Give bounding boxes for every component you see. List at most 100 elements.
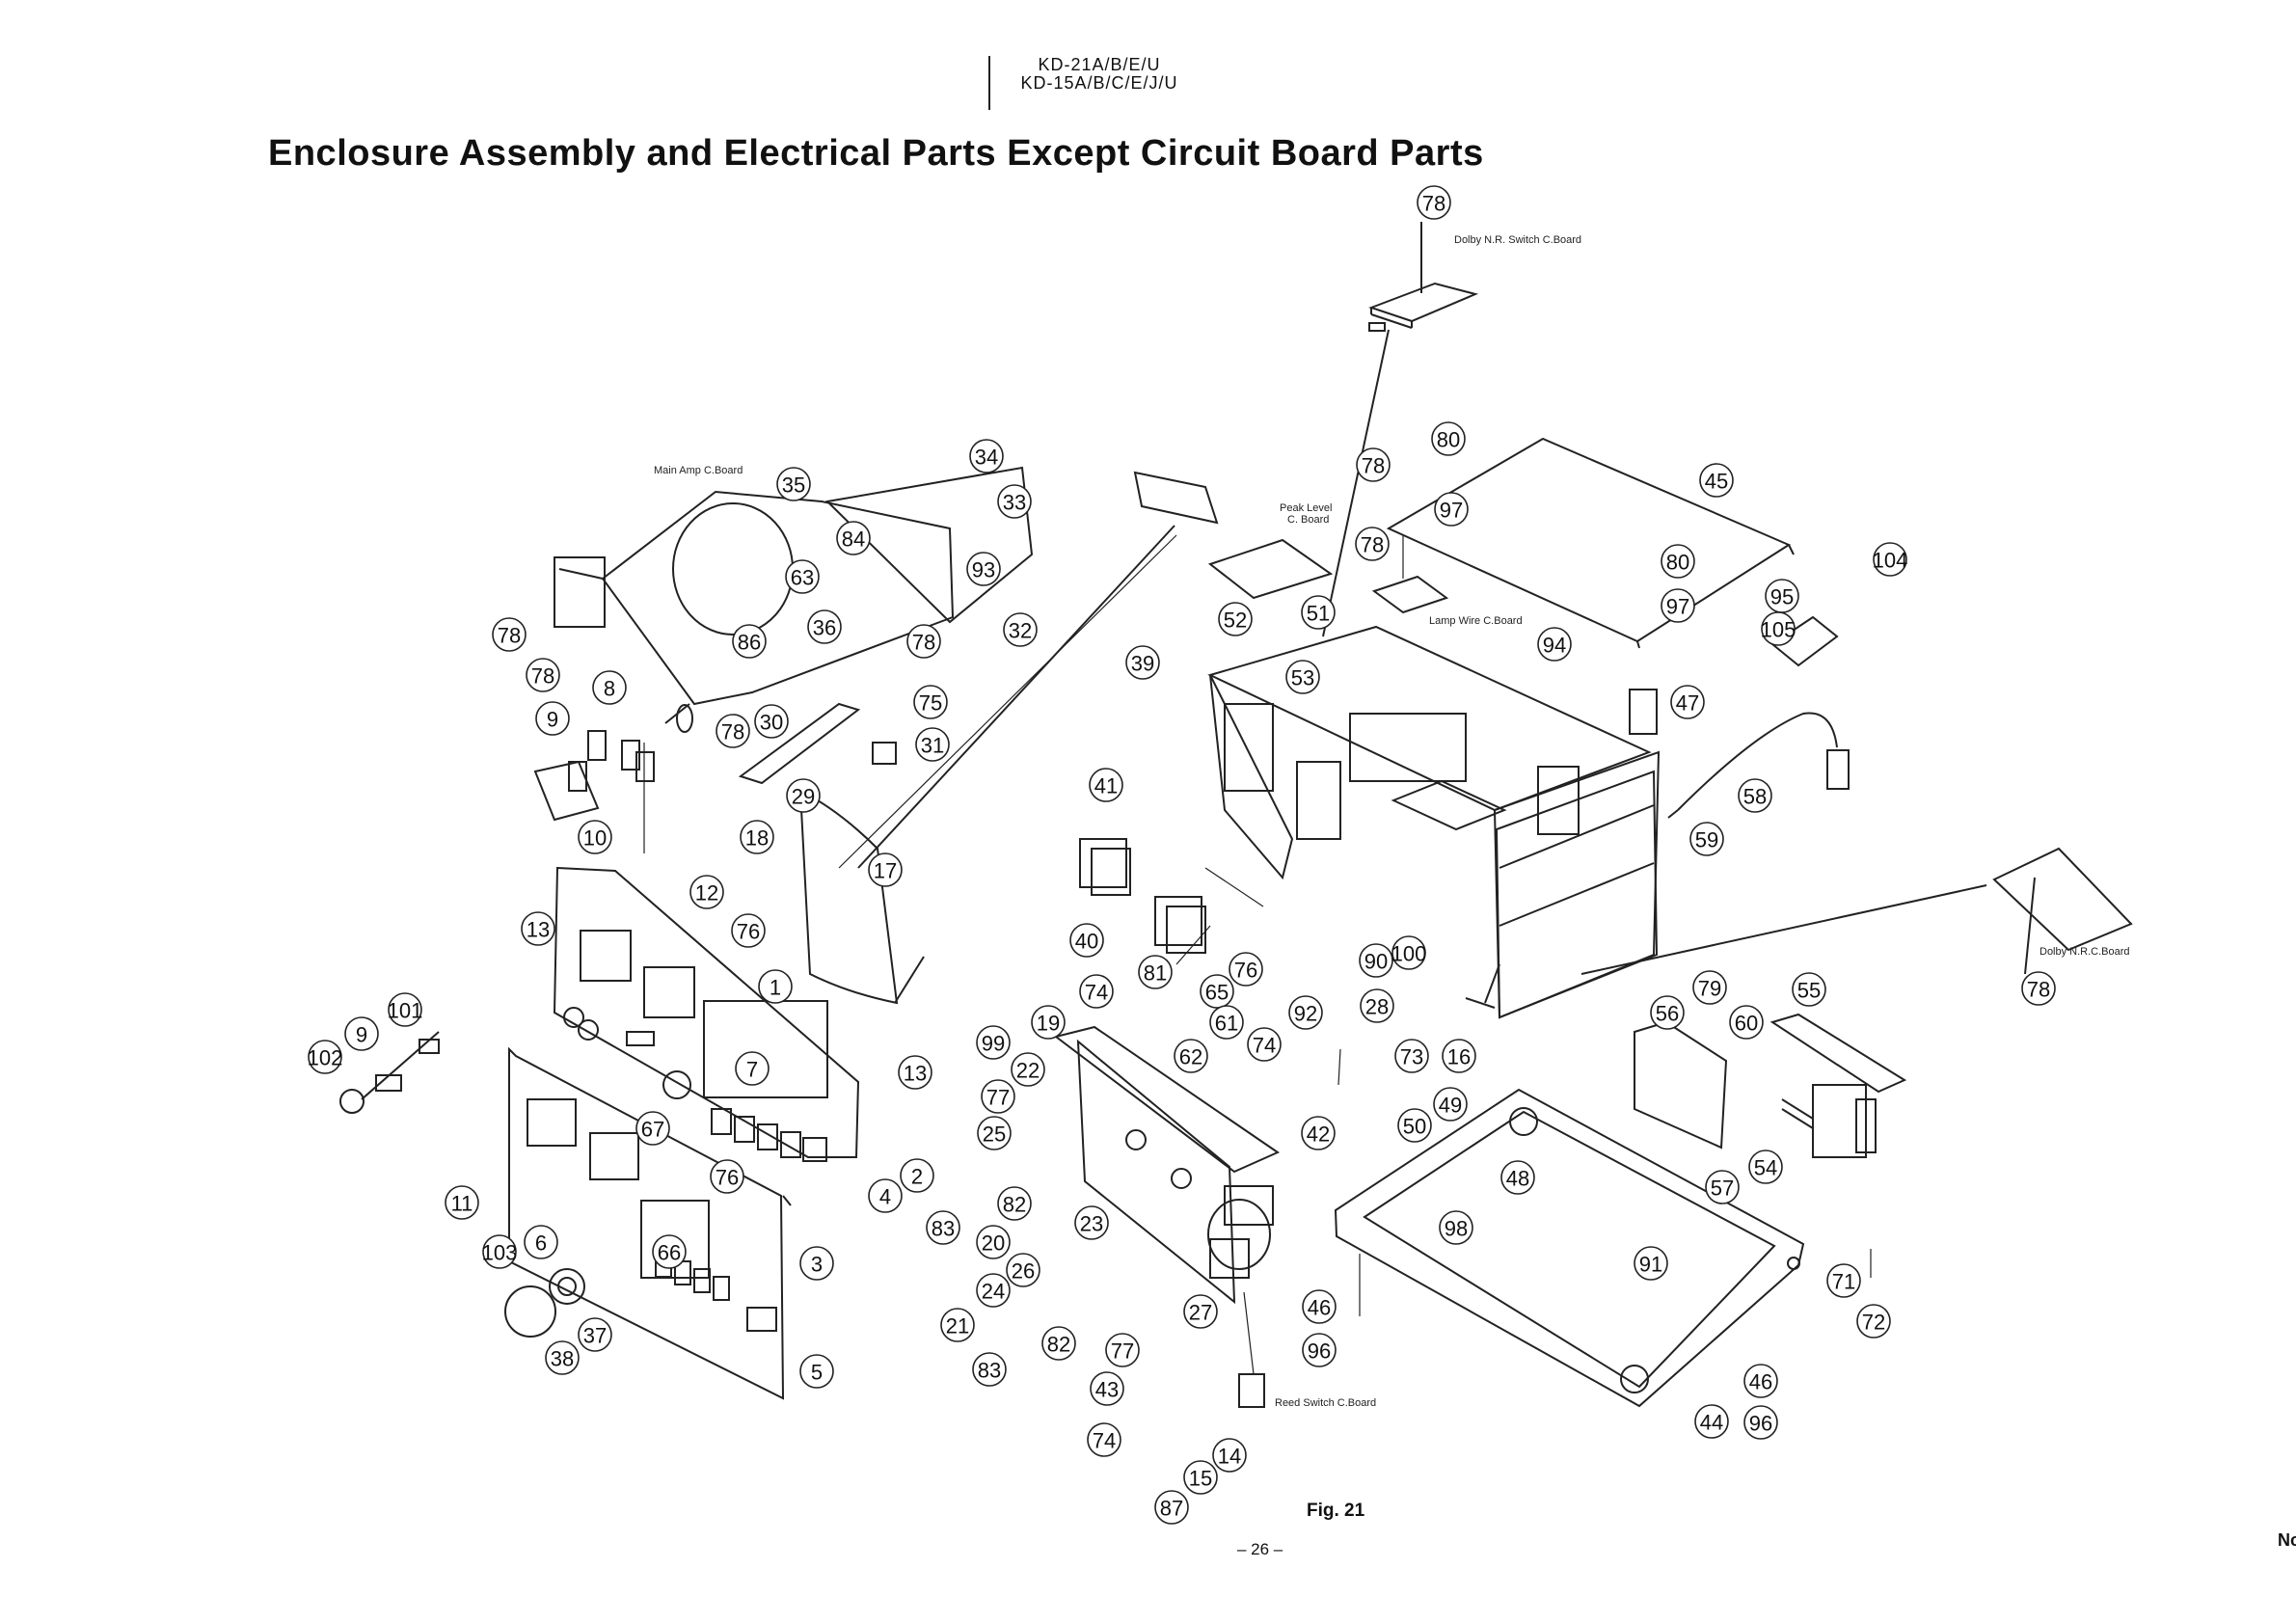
label-peak-level-1: Peak Level — [1280, 502, 1332, 514]
callout-14: 14 — [1212, 1438, 1247, 1473]
callout-bubble — [492, 617, 527, 652]
callout-bubble — [1041, 1326, 1076, 1361]
callout-bubble — [1090, 1371, 1124, 1406]
shaft-assembly — [339, 1031, 440, 1114]
callout-55: 55 — [1792, 972, 1826, 1007]
callout-bubble — [388, 992, 422, 1027]
callout-number: 81 — [1144, 961, 1167, 986]
callout-90: 90 — [1359, 943, 1393, 978]
callout-29: 29 — [786, 778, 821, 813]
dolby-nrc-board — [1580, 847, 2133, 975]
callout-41: 41 — [1089, 768, 1123, 802]
callout-57: 57 — [1705, 1170, 1740, 1204]
peak-level-board — [1207, 538, 1334, 600]
callout-38: 38 — [545, 1340, 580, 1375]
callout-bubble — [1288, 995, 1323, 1030]
callout-bubble — [1537, 627, 1572, 662]
main-amp-board — [554, 466, 1034, 733]
callout-bubble — [524, 1225, 558, 1259]
callout-32: 32 — [1003, 612, 1038, 647]
callout-15: 15 — [1183, 1460, 1218, 1495]
callout-bubble — [732, 624, 767, 659]
callout-101: 101 — [388, 992, 422, 1027]
callout-bubble — [1738, 778, 1772, 813]
callout-bubble — [1302, 1333, 1337, 1367]
callout-80: 80 — [1661, 544, 1695, 579]
callout-96: 96 — [1743, 1405, 1778, 1440]
power-cord — [1667, 712, 1850, 819]
callout-83: 83 — [926, 1210, 960, 1245]
callout-34: 34 — [969, 439, 1004, 473]
callout-bubble — [344, 1016, 379, 1051]
callout-number: 86 — [738, 631, 761, 655]
callout-43: 43 — [1090, 1371, 1124, 1406]
callout-number: 12 — [695, 881, 718, 906]
callout-number: 78 — [2027, 978, 2050, 1002]
callout-bubble — [1154, 1490, 1189, 1525]
callout-bubble — [977, 1116, 1012, 1150]
model-number-box: KD-21A/B/E/U KD-15A/B/C/E/J/U — [988, 56, 1202, 110]
callout-92: 92 — [1288, 995, 1323, 1030]
callout-bubble — [969, 439, 1004, 473]
top-cover — [1386, 437, 1795, 649]
callout-103: 103 — [482, 1234, 517, 1269]
callout-bubble — [997, 1186, 1032, 1221]
callout-bubble — [1689, 822, 1724, 856]
callout-87: 87 — [1154, 1490, 1189, 1525]
callout-19: 19 — [1031, 1005, 1066, 1040]
callout-26: 26 — [1006, 1253, 1040, 1287]
callout-66: 66 — [652, 1234, 687, 1269]
callout-number: 77 — [1111, 1339, 1134, 1364]
callout-46: 46 — [1302, 1289, 1337, 1324]
callout-number: 99 — [982, 1032, 1005, 1056]
callout-number: 74 — [1093, 1429, 1116, 1453]
callout-bubble — [1434, 492, 1469, 527]
callout-bubble — [740, 820, 774, 854]
callout-bubble — [776, 467, 811, 501]
callout-22: 22 — [1011, 1052, 1045, 1087]
callout-number: 56 — [1656, 1002, 1679, 1026]
callout-bubble — [1856, 1304, 1891, 1339]
knob-37 — [549, 1268, 585, 1305]
callout-number: 16 — [1447, 1045, 1471, 1069]
callout-bubble — [926, 1210, 960, 1245]
callout-23: 23 — [1074, 1205, 1109, 1240]
callout-number: 51 — [1307, 602, 1330, 626]
callout-number: 80 — [1666, 551, 1689, 575]
callout-bubble — [1394, 1039, 1429, 1073]
callout-76: 76 — [1229, 952, 1263, 987]
callout-bubble — [799, 1354, 834, 1389]
callout-number: 73 — [1400, 1045, 1423, 1069]
page-title: Enclosure Assembly and Electrical Parts … — [268, 133, 1484, 174]
callout-bubble — [976, 1273, 1011, 1308]
callout-number: 14 — [1218, 1445, 1241, 1469]
callout-bubble — [652, 1234, 687, 1269]
callout-bubble — [836, 521, 871, 555]
callout-bubble — [1439, 1210, 1473, 1245]
callout-91: 91 — [1634, 1246, 1668, 1281]
callout-61: 61 — [1209, 1005, 1244, 1040]
callout-bubble — [1661, 588, 1695, 623]
callout-number: 83 — [932, 1217, 955, 1241]
callout-bubble — [1229, 952, 1263, 987]
bracket-29 — [738, 702, 897, 785]
label-main-amp: Main Amp C.Board — [654, 465, 743, 476]
callout-bubble — [308, 1040, 342, 1074]
callout-number: 30 — [760, 711, 783, 735]
callout-51: 51 — [1301, 595, 1336, 630]
callout-18: 18 — [740, 820, 774, 854]
callout-number: 96 — [1749, 1412, 1772, 1436]
power-transformer — [1769, 1013, 1907, 1158]
callout-number: 91 — [1639, 1253, 1662, 1277]
callout-78: 78 — [2021, 971, 2056, 1006]
callout-bubble — [997, 484, 1032, 519]
callout-number: 4 — [879, 1185, 891, 1209]
callout-bubble — [1301, 595, 1336, 630]
callout-bubble — [1301, 1116, 1336, 1150]
callout-93: 93 — [966, 552, 1001, 586]
callout-number: 78 — [1422, 192, 1445, 216]
callout-bubble — [710, 1159, 744, 1194]
callout-bubble — [966, 552, 1001, 586]
callout-bubble — [1748, 1150, 1783, 1184]
